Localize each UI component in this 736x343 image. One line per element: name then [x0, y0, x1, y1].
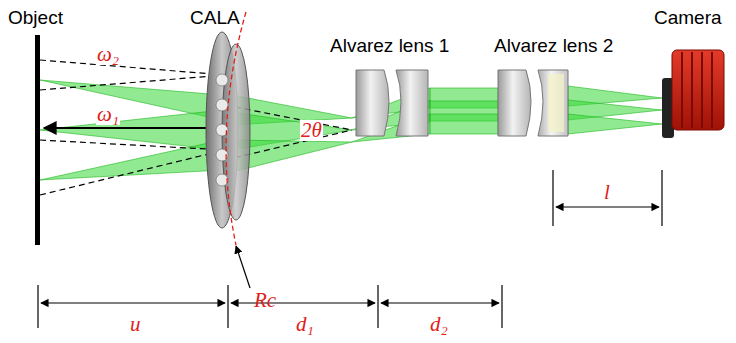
dimension-lines — [38, 170, 662, 328]
light-rays — [40, 80, 662, 180]
dimension-label: u — [130, 314, 141, 335]
part-name: Alvarez lens 1 — [330, 36, 449, 55]
object-plate — [35, 35, 40, 245]
camera — [662, 50, 724, 138]
angle-symbol: 2θ — [300, 120, 323, 141]
radius-label: Rc — [254, 290, 276, 311]
axis-arrow — [44, 127, 215, 129]
rc-leader — [236, 246, 250, 288]
dimension-label: l — [604, 182, 610, 203]
angle-symbol: ω₁ — [96, 104, 120, 125]
part-name: Object — [8, 8, 63, 27]
part-name: Camera — [654, 8, 722, 27]
cala-array — [206, 12, 250, 245]
angle-symbol: ω₂ — [96, 44, 120, 65]
dimension-label: d₂ — [430, 314, 448, 335]
field-lines — [40, 60, 352, 195]
part-name: Alvarez lens 2 — [494, 36, 613, 55]
alvarez-lens-1 — [356, 70, 428, 136]
part-name: CALA — [190, 8, 240, 27]
alvarez-lens-2 — [498, 70, 568, 136]
dimension-label: d₁ — [296, 314, 314, 335]
